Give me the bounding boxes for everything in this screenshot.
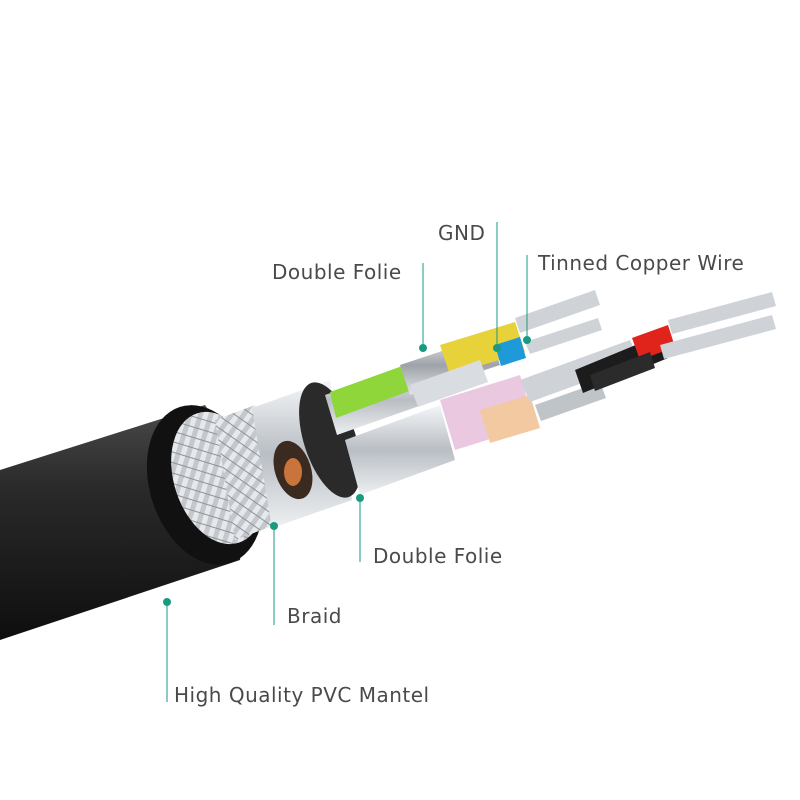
leader-gnd-dot (493, 344, 501, 352)
peach-wire (480, 395, 540, 443)
leader-tinned-copper-dot (523, 336, 531, 344)
power-pair (575, 292, 776, 393)
leader-lines (163, 222, 531, 702)
label-double-folie-top: Double Folie (272, 260, 402, 284)
strand-red (668, 292, 776, 334)
leader-braid-dot (270, 522, 278, 530)
green-wire (330, 365, 412, 418)
label-braid: Braid (287, 604, 342, 628)
label-gnd: GND (438, 221, 485, 245)
yellow-wire (440, 322, 525, 375)
blue-wire (495, 337, 526, 366)
leader-pvc-dot (163, 598, 171, 606)
red-wire (632, 325, 675, 360)
copper-strand (284, 458, 302, 486)
strand-blue (525, 318, 602, 354)
strand-black (660, 315, 776, 359)
label-pvc-mantel: High Quality PVC Mantel (174, 683, 430, 707)
label-double-folie-bottom: Double Folie (373, 544, 503, 568)
leader-double-folie-bottom-dot (356, 494, 364, 502)
inner-pair-upper (325, 290, 602, 435)
leader-double-folie-top-dot (419, 344, 427, 352)
strand-yellow (515, 290, 600, 333)
label-tinned-copper-wire: Tinned Copper Wire (537, 251, 744, 275)
